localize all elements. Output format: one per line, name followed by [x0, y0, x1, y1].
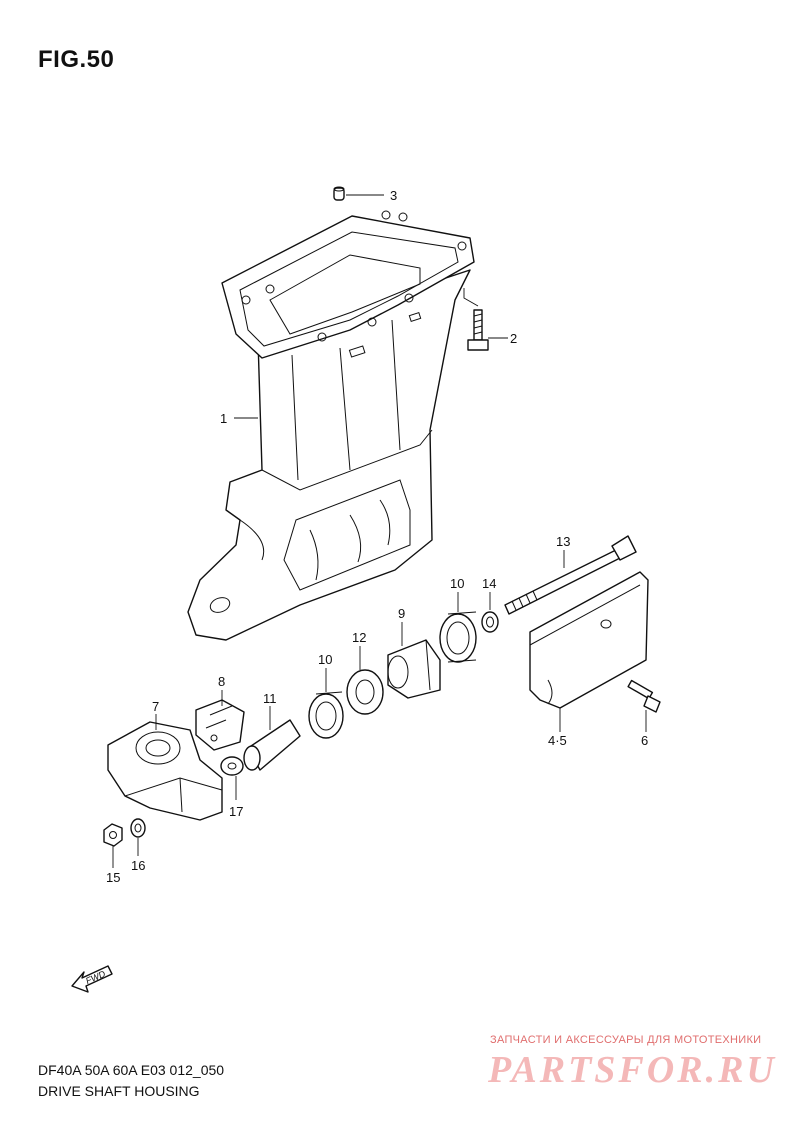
- rubber-mount[interactable]: [387, 639, 441, 699]
- callout-10-upper: 10: [450, 576, 464, 591]
- callout-17: 17: [229, 804, 243, 819]
- model-line: DF40A 50A 60A E03 012_050: [38, 1062, 225, 1078]
- mount-collar[interactable]: [243, 719, 301, 771]
- callout-8: 8: [218, 674, 225, 689]
- mount-plate[interactable]: [195, 699, 245, 751]
- callout-10-lower: 10: [318, 652, 332, 667]
- callout-2: 2: [510, 331, 517, 346]
- callout-4-5: 4·5: [548, 733, 567, 748]
- callout-9: 9: [398, 606, 405, 621]
- washer-14[interactable]: [481, 611, 499, 633]
- mount-bushing-lower[interactable]: [308, 691, 344, 739]
- callout-16: 16: [131, 858, 145, 873]
- callout-11: 11: [263, 691, 277, 706]
- callout-1: 1: [220, 411, 227, 426]
- callout-12: 12: [352, 630, 366, 645]
- dowel-pin[interactable]: [333, 186, 345, 201]
- mount-insert[interactable]: [346, 669, 384, 715]
- leader-lines: [112, 194, 647, 868]
- callout-6: 6: [641, 733, 648, 748]
- through-bolt[interactable]: [504, 535, 637, 615]
- forward-direction-arrow: FWD: [71, 965, 113, 993]
- section-name: DRIVE SHAFT HOUSING: [38, 1083, 200, 1099]
- washer-17[interactable]: [220, 756, 244, 776]
- lower-mount-bracket[interactable]: [107, 721, 223, 821]
- callout-15: 15: [106, 870, 120, 885]
- callout-13: 13: [556, 534, 570, 549]
- fwd-label: FWD: [84, 968, 107, 986]
- watermark-brand: PARTSFOR.RU: [488, 1049, 777, 1091]
- cover-bolt[interactable]: [627, 679, 661, 713]
- callout-3: 3: [390, 188, 397, 203]
- housing-bolt[interactable]: [467, 309, 489, 351]
- mount-bushing-upper[interactable]: [439, 611, 477, 663]
- washer-16[interactable]: [130, 818, 146, 838]
- nut-15[interactable]: [103, 823, 123, 847]
- figure-title: FIG.50: [38, 46, 115, 73]
- drive-shaft-housing[interactable]: [187, 210, 475, 641]
- lower-mount-cover[interactable]: [529, 571, 649, 709]
- callout-7: 7: [152, 699, 159, 714]
- watermark-caption: ЗАПЧАСТИ И АКСЕССУАРЫ ДЛЯ МОТОТЕХНИКИ: [490, 1034, 762, 1046]
- callout-14: 14: [482, 576, 496, 591]
